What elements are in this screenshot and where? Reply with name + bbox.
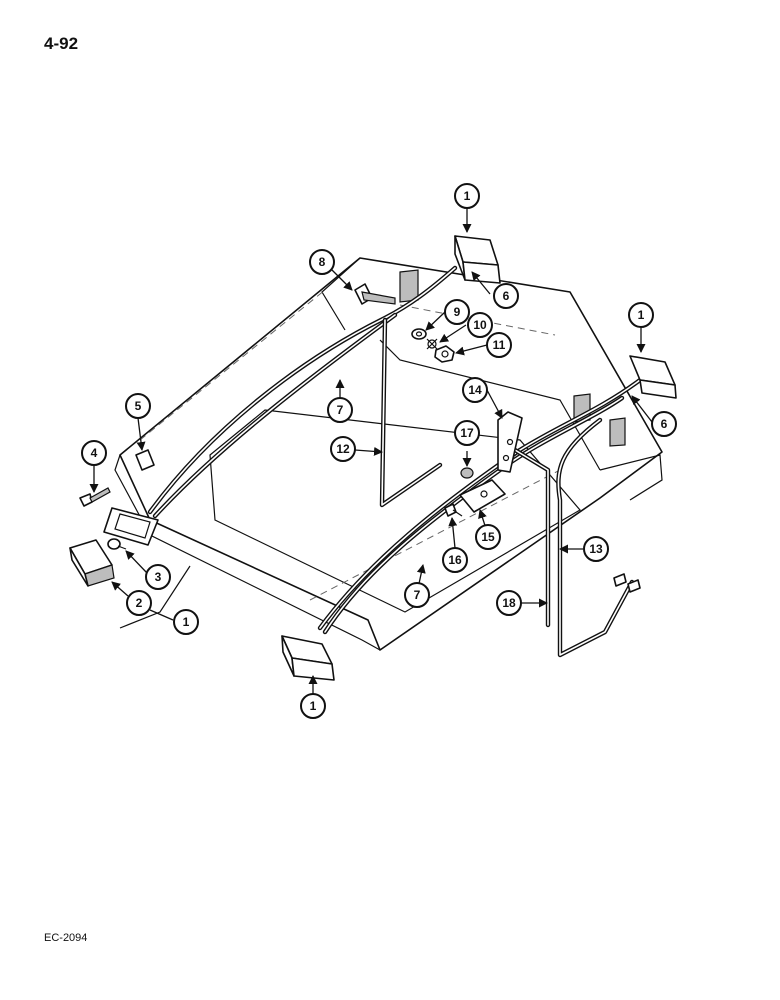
callout-7-upper: 7: [327, 397, 353, 423]
callout-3: 3: [145, 564, 171, 590]
clip-5: [135, 449, 155, 471]
license-lamp-15: [459, 479, 506, 513]
callout-label: 7: [414, 588, 421, 602]
callout-11: 11: [486, 332, 512, 358]
callout-label: 12: [336, 442, 350, 456]
screw-16: [444, 503, 463, 517]
lamp-base-left: [103, 507, 159, 546]
lock-washer-10: [426, 338, 438, 350]
bulb-3: [107, 538, 127, 550]
callout-1-right: 1: [628, 302, 654, 328]
callout-8: 8: [309, 249, 335, 275]
callout-13: 13: [583, 536, 609, 562]
callout-9: 9: [444, 299, 470, 325]
callout-label: 2: [136, 596, 143, 610]
bracket-14: [497, 411, 523, 473]
callout-6-top: 6: [493, 283, 519, 309]
callout-label: 7: [337, 403, 344, 417]
bracket-line-1-left: [119, 565, 191, 629]
roof-panel: [114, 257, 663, 651]
lamp-housing-right: [629, 355, 677, 399]
callout-label: 4: [91, 446, 98, 460]
callout-label: 8: [319, 255, 326, 269]
figure-code: EC-2094: [44, 932, 88, 944]
bolt-8: [354, 283, 396, 305]
wiring-harness-7-left: [147, 265, 458, 519]
callout-18: 18: [496, 590, 522, 616]
callout-label: 10: [473, 318, 487, 332]
callout-label: 6: [503, 289, 510, 303]
callout-label: 15: [481, 530, 495, 544]
connector-ends-18: [613, 573, 641, 593]
callout-label: 6: [661, 417, 668, 431]
callout-label: 1: [464, 189, 471, 203]
callout-2: 2: [126, 590, 152, 616]
screw-4: [79, 487, 111, 507]
callout-5: 5: [125, 393, 151, 419]
callout-label: 18: [502, 596, 516, 610]
callout-17: 17: [454, 420, 480, 446]
callout-leaders: [89, 208, 653, 694]
callout-label: 1: [310, 699, 317, 713]
callout-label: 16: [448, 553, 462, 567]
callout-label: 1: [638, 308, 645, 322]
page-number: 4-92: [44, 34, 79, 53]
callout-label: 1: [183, 615, 190, 629]
callout-label: 3: [155, 570, 162, 584]
washer-9: [411, 328, 427, 340]
callout-14: 14: [462, 377, 488, 403]
lamp-housing-bottom: [281, 635, 335, 681]
callout-label: 5: [135, 399, 142, 413]
wire-12: [379, 317, 443, 508]
callout-7-lower: 7: [404, 582, 430, 608]
callout-16: 16: [442, 547, 468, 573]
callout-label: 13: [589, 542, 603, 556]
callout-1-bottom: 1: [300, 693, 326, 719]
callout-12: 12: [330, 436, 356, 462]
callout-4: 4: [81, 440, 107, 466]
callout-1-left: 1: [173, 609, 199, 635]
callout-10: 10: [467, 312, 493, 338]
lamp-lens-left: [69, 539, 115, 587]
callout-label: 9: [454, 305, 461, 319]
callout-label: 11: [493, 338, 506, 352]
grommet-17: [460, 467, 474, 479]
callout-6-right: 6: [651, 411, 677, 437]
nut-11: [434, 345, 455, 363]
callout-label: 14: [468, 383, 482, 397]
callout-1-top: 1: [454, 183, 480, 209]
wire-18: [512, 447, 551, 628]
callout-15: 15: [475, 524, 501, 550]
callout-label: 17: [460, 426, 474, 440]
